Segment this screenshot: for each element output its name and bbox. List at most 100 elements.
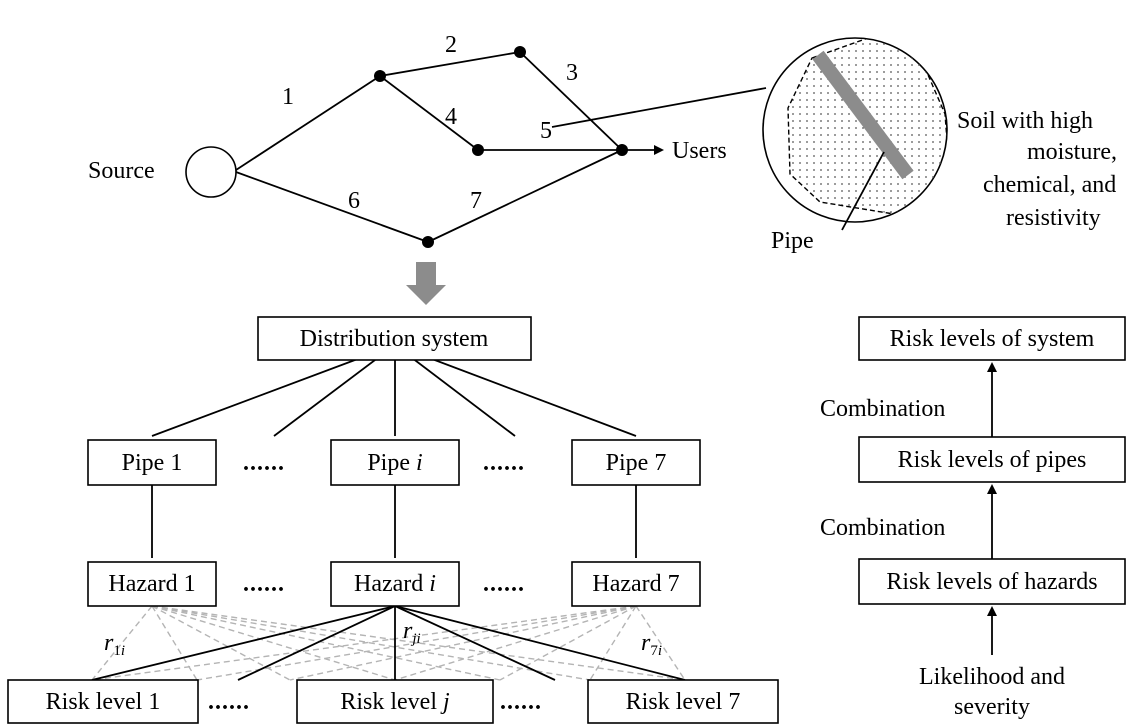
- junction-node: [514, 46, 526, 58]
- hazard-7-box: [571, 561, 701, 607]
- hazard-i-var: i: [429, 571, 436, 597]
- pipes-risk-label: Risk levels of pipes: [898, 447, 1087, 473]
- hazards-ellipsis-right: ......: [483, 571, 525, 597]
- dashed-link: [589, 605, 637, 681]
- dashed-link: [151, 605, 501, 681]
- pipe-6-edge: [235, 171, 429, 243]
- risk-level-j-box: [296, 679, 494, 724]
- hazard-1-box: [87, 561, 217, 607]
- hazard-1-label: Hazard 1: [108, 571, 195, 597]
- pipe-pointer-line: [841, 151, 885, 231]
- dashed-link: [289, 605, 637, 681]
- junction-node: [422, 236, 434, 248]
- r-7i-symbol: r: [641, 630, 651, 656]
- dashed-link: [91, 605, 153, 681]
- pipe-7-label: Pipe 7: [606, 450, 667, 476]
- dashed-link: [196, 605, 637, 681]
- source-node: [185, 146, 237, 198]
- risk-level-7-box: [587, 679, 779, 724]
- pipe-3-edge: [519, 51, 623, 151]
- edge-label-7: 7: [470, 188, 482, 214]
- pipe-4-edge: [379, 75, 479, 151]
- hazard-7-label: Hazard 7: [592, 571, 679, 597]
- users-label: Users: [672, 138, 727, 164]
- risk-ellipsis-right: ......: [500, 689, 542, 715]
- pipe-soil-inset: Pipe Soil with high moisture, chemical, …: [762, 37, 1117, 254]
- soil-label-line-2: moisture,: [1027, 139, 1117, 165]
- dashed-link: [151, 605, 396, 681]
- risk-level-1-label: Risk level 1: [46, 689, 161, 715]
- aggregation-chain: Risk levels of system Risk levels of pip…: [820, 316, 1126, 720]
- dashed-link: [151, 605, 198, 681]
- inset-leader-line: [551, 87, 767, 128]
- likelihood-label-line-1: Likelihood and: [919, 664, 1065, 690]
- r-7i-sub-b: i: [658, 643, 662, 659]
- pipe-network: Source Users 1 2 3 4 5 6 7: [88, 32, 767, 248]
- r-1i-label: r1i: [104, 630, 125, 659]
- transition-arrow: [406, 262, 446, 305]
- edge-label-6: 6: [348, 188, 360, 214]
- pipe-1-box: [87, 439, 217, 486]
- dashed-link: [91, 605, 637, 681]
- hazard-i-prefix: Hazard: [354, 571, 429, 597]
- distribution-system-box: [257, 316, 532, 361]
- edge-label-3: 3: [566, 60, 578, 86]
- pipe-1-edge: [235, 75, 381, 171]
- risk-level-j-label: Risk level j: [340, 689, 450, 715]
- pipe-segment-icon: [812, 50, 914, 180]
- r-ji-sub-a: j: [410, 631, 416, 647]
- risk-ellipsis-left: ......: [208, 689, 250, 715]
- system-risk-box: [858, 316, 1126, 361]
- r-7i-label: r7i: [641, 630, 662, 659]
- dashed-link: [394, 605, 637, 681]
- junction-node: [616, 144, 628, 156]
- dashed-link: [151, 605, 591, 681]
- pipe-i-label: Pipe i: [367, 450, 422, 476]
- junction-node: [374, 70, 386, 82]
- r-7i-sub-a: 7: [650, 643, 658, 659]
- source-label: Source: [88, 158, 155, 184]
- r-1i-symbol: r: [104, 630, 114, 656]
- risk-hierarchy: Distribution system Pipe 1 Pipe i Pipe 7…: [7, 316, 779, 724]
- combination-lower-label: Combination: [820, 515, 945, 541]
- risk-level-j-prefix: Risk level: [340, 689, 443, 715]
- pipe-label: Pipe: [771, 228, 814, 254]
- hazard-i-box: [330, 561, 460, 607]
- pipe-i-box: [330, 439, 460, 486]
- edge-label-1: 1: [282, 84, 294, 110]
- edge-label-5: 5: [540, 118, 552, 144]
- link-hazardi-risk1: [91, 605, 396, 681]
- distribution-system-label: Distribution system: [300, 326, 489, 352]
- r-ji-label: rji: [403, 618, 421, 647]
- soil-label-line-3: chemical, and: [983, 172, 1116, 198]
- junction-node: [472, 144, 484, 156]
- edge-label-4: 4: [445, 104, 457, 130]
- likelihood-label-line-2: severity: [954, 694, 1030, 720]
- dashed-link: [499, 605, 637, 681]
- pipe-1-label: Pipe 1: [122, 450, 183, 476]
- link-hazardi-stub: [394, 605, 556, 681]
- pipes-ellipsis-right: ......: [483, 450, 525, 476]
- dashed-link: [635, 605, 686, 681]
- r-ji-sub-b: i: [417, 631, 421, 647]
- r-1i-sub-b: i: [121, 643, 125, 659]
- edge-label-2: 2: [445, 32, 457, 58]
- soil-label-line-4: resistivity: [1006, 205, 1101, 231]
- risk-level-7-label: Risk level 7: [626, 689, 741, 715]
- pipe-7-edge: [427, 149, 623, 243]
- pipes-risk-box: [858, 436, 1126, 483]
- pipe-2-edge: [379, 51, 521, 77]
- system-risk-label: Risk levels of system: [890, 326, 1095, 352]
- hazards-risk-label: Risk levels of hazards: [886, 569, 1097, 595]
- r-ji-symbol: r: [403, 618, 413, 644]
- r-1i-sub-a: 1: [113, 643, 121, 659]
- dashed-link: [151, 605, 291, 681]
- combination-upper-label: Combination: [820, 396, 945, 422]
- link-hazardi-risk7: [394, 605, 686, 681]
- pipe-7-box: [571, 439, 701, 486]
- hazard-i-label: Hazard i: [354, 571, 436, 597]
- pipe-i-prefix: Pipe: [367, 450, 416, 476]
- pipes-ellipsis-left: ......: [243, 450, 285, 476]
- link-hazardi-stub: [237, 605, 396, 681]
